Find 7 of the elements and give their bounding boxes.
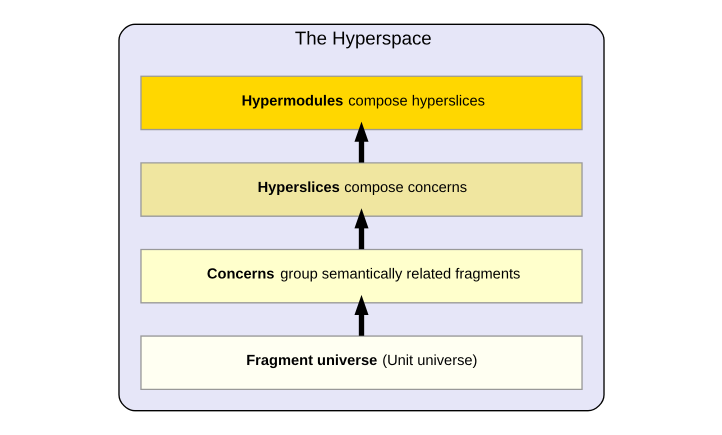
arrow — [354, 122, 368, 163]
arrow — [354, 294, 368, 336]
arrow — [354, 208, 368, 250]
node-box: Fragment universe (Unit universe) — [140, 335, 582, 390]
node-box: Hypermodules compose hyperslices — [140, 76, 582, 130]
node-box: Concerns group semantically related fragments — [140, 248, 582, 304]
node-box: Hyperslices compose concerns — [140, 162, 582, 217]
